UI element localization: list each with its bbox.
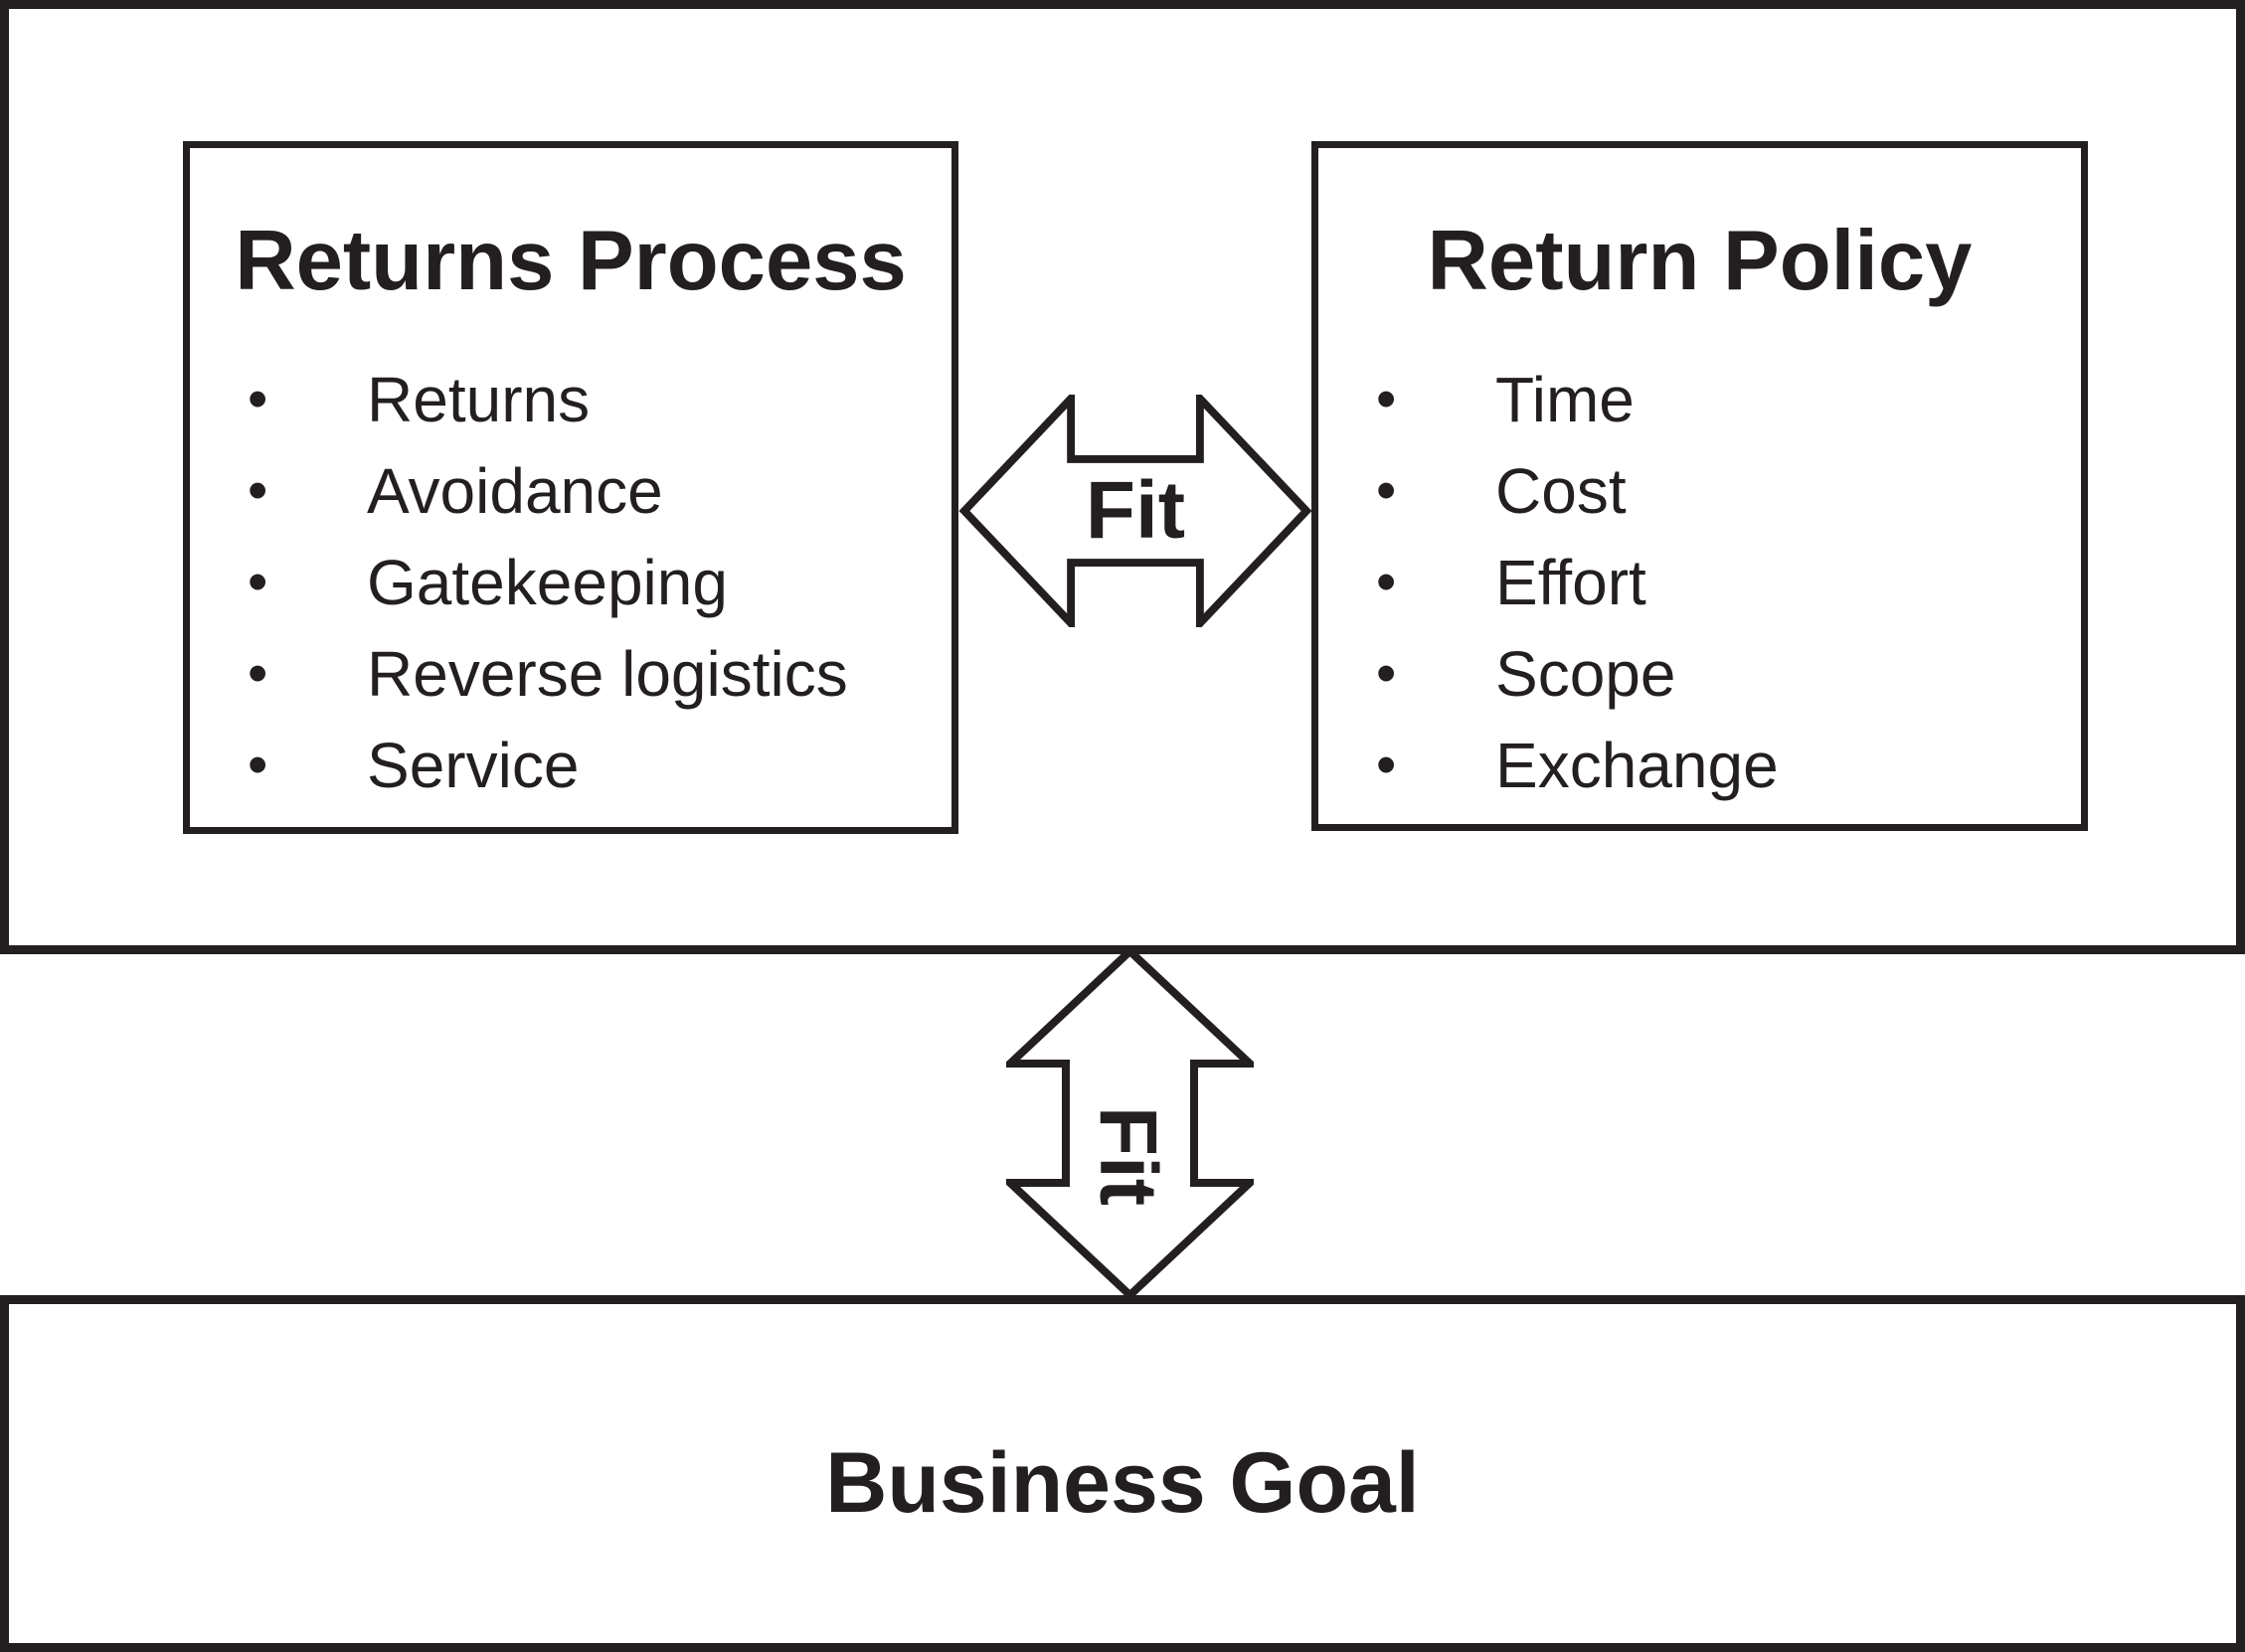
bullet-icon: • — [1376, 550, 1397, 614]
bullet-icon: • — [248, 367, 268, 431]
list-item: • Service — [238, 720, 942, 811]
bullet-icon: • — [248, 733, 268, 797]
list-item: • Scope — [1366, 628, 2071, 720]
return-policy-box: Return Policy • Time • Cost • Effort • S… — [1311, 141, 2088, 831]
list-item-label: Service — [367, 730, 580, 801]
bullet-icon: • — [1376, 367, 1397, 431]
list-item: • Avoidance — [238, 445, 942, 537]
bullet-icon: • — [1376, 641, 1397, 706]
list-item: • Time — [1366, 354, 2071, 445]
list-item-label: Scope — [1495, 638, 1676, 710]
list-item-label: Reverse logistics — [367, 638, 848, 710]
business-goal-box: Business Goal — [0, 1295, 2245, 1652]
list-item: • Effort — [1366, 537, 2071, 628]
list-item: • Exchange — [1366, 720, 2071, 811]
returns-process-title: Returns Process — [235, 214, 907, 308]
business-goal-title: Business Goal — [825, 1435, 1420, 1531]
list-item-label: Returns — [367, 364, 591, 435]
process-policy-container-box: Returns Process • Returns • Avoidance • … — [0, 0, 2245, 954]
bullet-icon: • — [248, 550, 268, 614]
list-item-label: Exchange — [1495, 730, 1779, 801]
bullet-icon: • — [1376, 733, 1397, 797]
fit-label-vertical: Fit — [1083, 1105, 1173, 1207]
fit-label-horizontal: Fit — [1085, 465, 1186, 556]
bullet-icon: • — [1376, 458, 1397, 523]
bullet-icon: • — [248, 641, 268, 706]
list-item-label: Gatekeeping — [367, 547, 728, 618]
list-item: • Reverse logistics — [238, 628, 942, 720]
list-item: • Returns — [238, 354, 942, 445]
returns-process-box: Returns Process • Returns • Avoidance • … — [183, 141, 958, 834]
list-item: • Gatekeeping — [238, 537, 942, 628]
list-item-label: Cost — [1495, 455, 1627, 527]
list-item-label: Avoidance — [367, 455, 663, 527]
fit-double-arrow-horizontal-icon — [958, 395, 1312, 627]
returns-process-list: • Returns • Avoidance • Gatekeeping • Re… — [238, 354, 942, 811]
list-item-label: Effort — [1495, 547, 1646, 618]
return-policy-title: Return Policy — [1427, 214, 1973, 308]
list-item-label: Time — [1495, 364, 1635, 435]
list-item: • Cost — [1366, 445, 2071, 537]
return-policy-list: • Time • Cost • Effort • Scope • Excha — [1366, 354, 2071, 811]
bullet-icon: • — [248, 458, 268, 523]
